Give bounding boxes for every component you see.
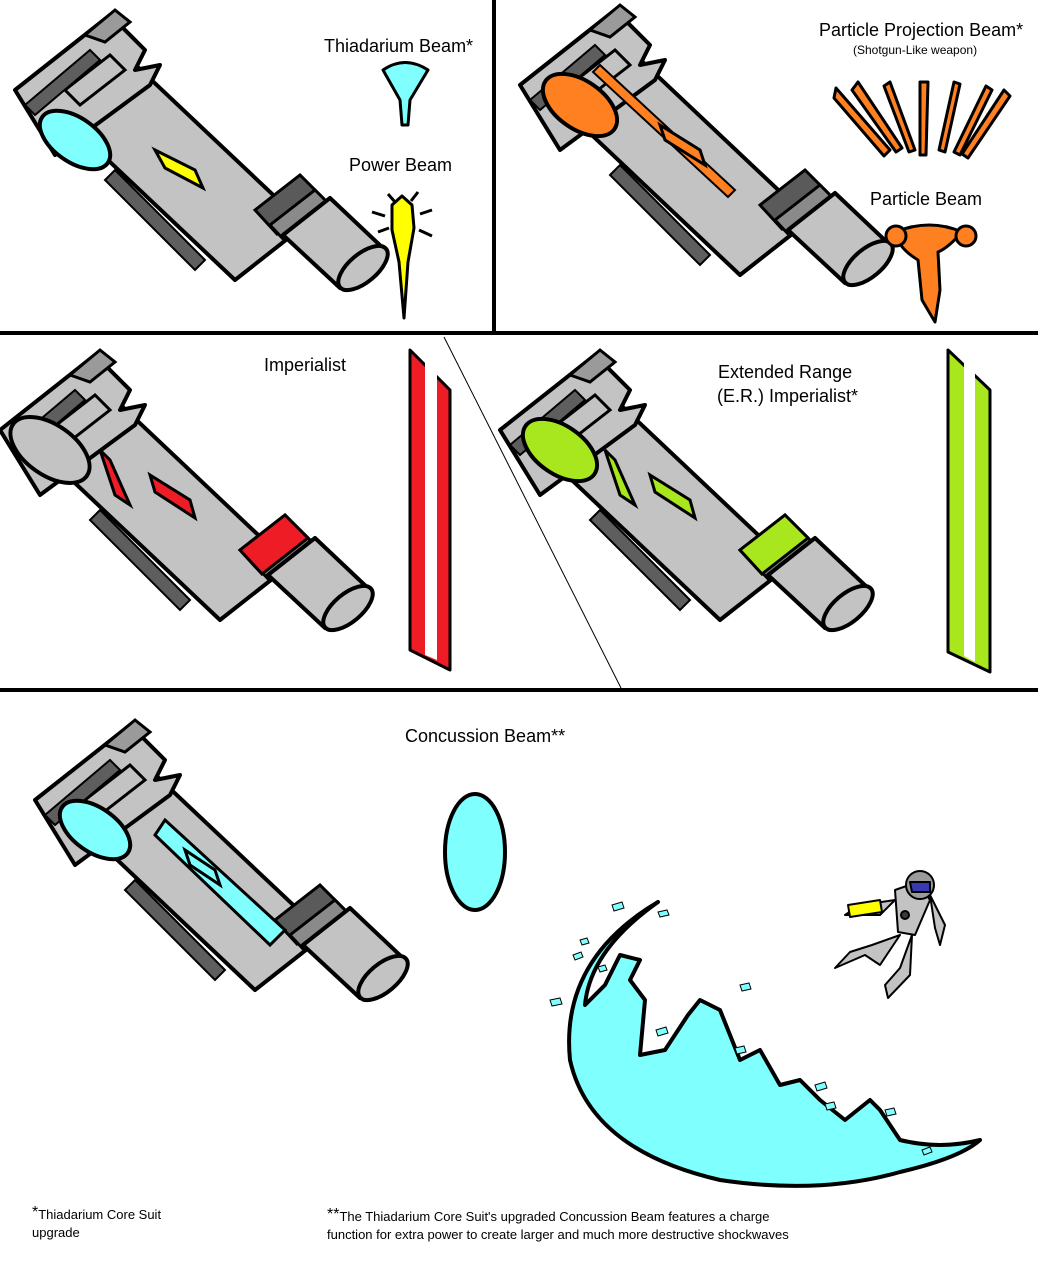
concussion-shockwave-illustration bbox=[549, 900, 982, 1188]
imperialist-label: Imperialist bbox=[264, 355, 347, 375]
concussion-cannon-illustration bbox=[33, 718, 417, 1011]
footnote-text-line2: function for extra power to create large… bbox=[327, 1227, 789, 1242]
particle-beam-label: Particle Beam bbox=[870, 189, 983, 209]
imperialist-cannon-illustration bbox=[0, 348, 382, 641]
power-beam-shot-icon bbox=[371, 191, 433, 320]
footnote-text-line1: Thiadarium Core Suit bbox=[38, 1207, 162, 1222]
imperialist-beam-icon bbox=[408, 348, 452, 672]
er-imperialist-label-line2: (E.R.) Imperialist* bbox=[717, 386, 859, 406]
concussion-orb-icon bbox=[443, 792, 507, 912]
armored-figure-illustration bbox=[834, 870, 946, 999]
er-imperialist-beam-icon bbox=[946, 348, 992, 674]
panel-dividers bbox=[0, 0, 1038, 692]
particle-projection-beam-sublabel: (Shotgun-Like weapon) bbox=[853, 43, 978, 57]
er-imperialist-cannon-illustration bbox=[498, 348, 882, 641]
footnote-text-line1: The Thiadarium Core Suit's upgraded Conc… bbox=[339, 1209, 770, 1224]
particle-cannon-illustration bbox=[518, 3, 902, 296]
footnote-mark: ** bbox=[327, 1206, 340, 1223]
footnote-mark: * bbox=[32, 1204, 39, 1221]
thiadarium-beam-shot-icon bbox=[381, 61, 430, 127]
particle-projection-shot-icon bbox=[832, 80, 1012, 160]
footnote-concussion-charge: **The Thiadarium Core Suit's upgraded Co… bbox=[327, 1206, 1027, 1244]
footnote-text-line2: upgrade bbox=[32, 1225, 80, 1240]
particle-projection-beam-label: Particle Projection Beam* bbox=[819, 20, 1024, 40]
power-beam-label: Power Beam bbox=[349, 155, 453, 175]
thiadarium-beam-label: Thiadarium Beam* bbox=[324, 36, 474, 56]
footnote-thiadarium-upgrade: *Thiadarium Core Suit upgrade bbox=[32, 1204, 232, 1242]
particle-beam-shot-icon bbox=[884, 223, 978, 324]
concussion-beam-label: Concussion Beam** bbox=[405, 726, 566, 746]
er-imperialist-label-line1: Extended Range bbox=[718, 362, 853, 382]
thiadarium-cannon-illustration bbox=[13, 8, 397, 301]
